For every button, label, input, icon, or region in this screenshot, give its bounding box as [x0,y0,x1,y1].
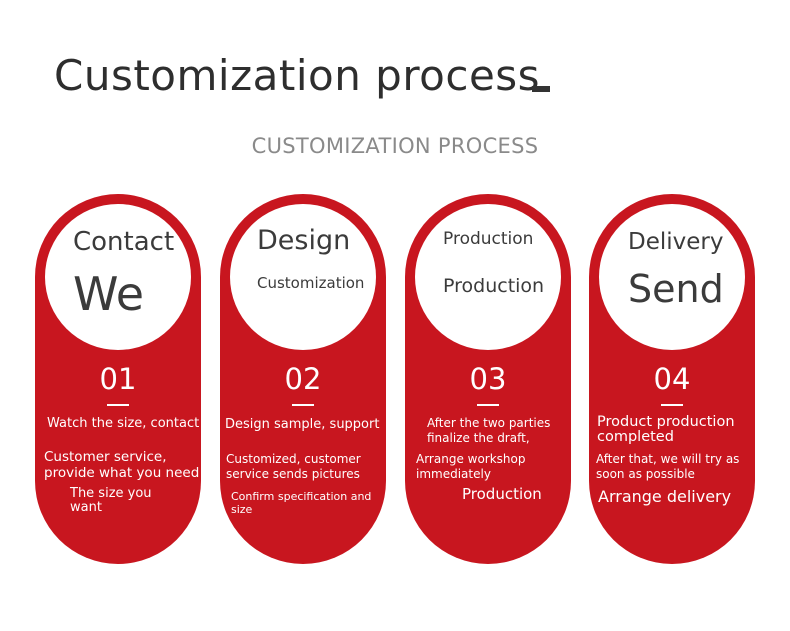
step-divider [477,404,499,406]
step-number: 03 [469,362,507,396]
step-circle-line1: Design [257,225,351,256]
step-text-c: Production [462,485,542,503]
step-text-c: The size you want [70,486,152,515]
step-circle [230,204,376,350]
step-text-c: Arrange delivery [598,487,732,506]
step-number: 01 [99,362,137,396]
step-circle [415,204,561,350]
step-card-production: Production Production 03 After the two p… [405,194,571,564]
step-text-a: Watch the size, contact [47,416,200,431]
page-title: Customization process [54,51,541,100]
step-circle-line2: Send [628,267,724,311]
step-circle-line1: Contact [73,227,175,257]
step-text-b: Arrange workshop immediately [416,452,526,481]
step-divider [292,404,314,406]
step-number: 02 [284,362,322,396]
step-circle-line1: Production [443,229,534,249]
step-divider [661,404,683,406]
step-circle [599,204,745,350]
step-text-a: After the two parties finalize the draft… [427,416,551,445]
step-circle-line2: Production [443,275,545,297]
step-card-delivery: Delivery Send 04 Product production comp… [589,194,755,564]
step-circle-line1: Delivery [628,229,724,255]
title-accent-mark [532,86,550,92]
step-text-c: Confirm specification and size [231,490,372,516]
step-text-a: Product production completed [597,414,735,445]
page-subtitle: CUSTOMIZATION PROCESS [251,134,539,158]
step-text-a: Design sample, support [225,417,380,432]
step-circle-line2: Customization [257,274,365,292]
step-card-contact: Contact We 01 Watch the size, contact Cu… [35,194,201,564]
step-number: 04 [653,362,691,396]
step-divider [107,404,129,406]
step-circle-line2: We [73,267,145,321]
step-text-b: Customized, customer service sends pictu… [226,452,361,481]
step-circle [45,204,191,350]
step-text-b: Customer service, provide what you need [44,449,200,481]
step-text-b: After that, we will try as soon as possi… [596,452,740,481]
step-card-design: Design Customization 02 Design sample, s… [220,194,386,564]
